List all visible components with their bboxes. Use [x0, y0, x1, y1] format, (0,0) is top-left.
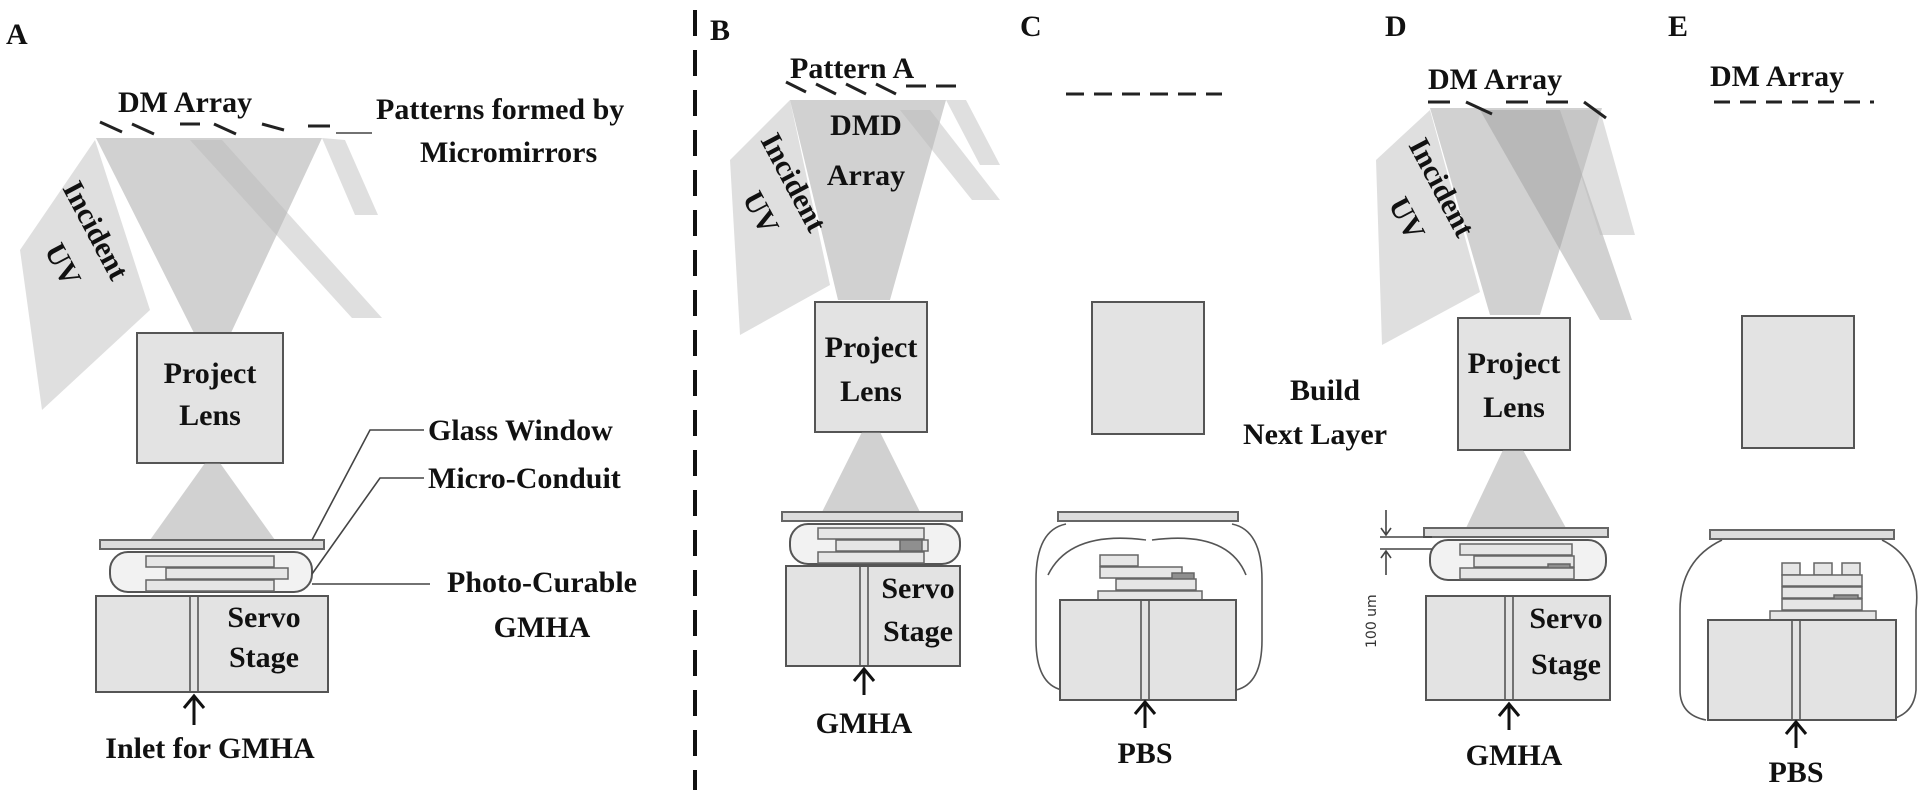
panel-a-letter: A	[6, 18, 28, 51]
panel-b-focus-cone	[822, 432, 920, 512]
panel-b-incident-uv-beam	[730, 100, 830, 335]
panel-c-inlet-arrow	[1133, 699, 1157, 728]
panel-d-project-lens	[1457, 317, 1571, 451]
panel-d-glass-window	[1423, 527, 1609, 538]
panel-c-flow-right	[1151, 537, 1247, 576]
panel-e-chamber-left-wall	[1679, 539, 1723, 721]
panel-d-inlet-label: GMHA	[1466, 739, 1563, 772]
panel-e-glass-window	[1709, 529, 1895, 540]
panel-b-stage-label-2: Stage	[883, 615, 953, 648]
panel-a-incident-uv-beam	[20, 140, 150, 410]
panel-d-letter: D	[1385, 10, 1407, 43]
panel-d-lens-label-2: Lens	[1483, 391, 1545, 424]
panel-b-lens-label-1: Project	[825, 331, 918, 364]
panel-b-dmd-label-2: Array	[827, 159, 905, 192]
panel-a-inlet-label: Inlet for GMHA	[105, 732, 315, 765]
panel-a-printed-layers	[145, 555, 289, 592]
panel-b-servo-stage	[785, 565, 961, 667]
panel-d-dm-array	[1428, 100, 1607, 120]
panel-a-lens-label-2: Lens	[179, 399, 241, 432]
panel-b-dm-array	[785, 80, 956, 96]
panel-a-focus-cone	[150, 463, 275, 540]
panel-b-stage-label-1: Servo	[881, 572, 954, 605]
panel-d-reflected-beam-2	[1560, 110, 1635, 235]
panel-c-glass-window	[1057, 511, 1239, 522]
panel-b-inlet-arrow	[852, 666, 876, 695]
panel-d-printed-layers	[1459, 543, 1575, 580]
panel-d-reflected-beam-1	[1480, 110, 1632, 320]
panel-a-conduit-leader	[311, 477, 424, 575]
panel-b-glass-window	[781, 511, 963, 522]
panel-b-inlet-label: GMHA	[816, 707, 913, 740]
panel-d-scale-label: 100 um	[1364, 594, 1380, 648]
panel-a-stage-label-2: Stage	[229, 641, 299, 674]
panel-a-stage-label-1: Servo	[227, 601, 300, 634]
panel-a-dm-array-label: DM Array	[118, 86, 252, 119]
panel-d-focus-cone	[1466, 450, 1566, 528]
panel-a-lens-label-1: Project	[164, 357, 257, 390]
panel-d-servo-stage	[1425, 595, 1611, 701]
panel-c-build-label-1: Build	[1290, 374, 1360, 407]
panel-a: A DM Array Patterns formed by Micromirro…	[6, 18, 637, 765]
panel-a-glass-label: Glass Window	[428, 414, 613, 447]
panel-a-reflected-beam-2	[322, 138, 378, 215]
panel-e-inlet-label: PBS	[1768, 756, 1823, 789]
panel-d-dm-array-label: DM Array	[1428, 63, 1562, 96]
panel-c-letter: C	[1020, 10, 1042, 43]
panel-b-lens-label-2: Lens	[840, 375, 902, 408]
panel-e-letter: E	[1668, 10, 1688, 43]
panel-c-chamber-right-wall	[1231, 523, 1263, 691]
panel-e-dm-array-label: DM Array	[1710, 60, 1844, 93]
panel-b-project-lens	[814, 301, 928, 433]
panel-c-printed-layers	[1097, 554, 1203, 601]
panel-c-chamber-left-wall	[1035, 523, 1067, 691]
panel-b-reflected-beam-1	[900, 110, 1000, 200]
panel-a-servo-stage	[95, 595, 329, 693]
panel-c-inlet-label: PBS	[1117, 737, 1172, 770]
panel-a-patterns-label-1: Patterns formed by	[376, 93, 624, 126]
panel-a-conduit-label: Micro-Conduit	[428, 462, 621, 495]
panel-c: C Build Next Layer PBS	[1020, 10, 1387, 770]
panel-a-patterns-label-2: Micromirrors	[420, 136, 597, 169]
panel-e-chamber-right-wall	[1881, 539, 1918, 721]
panel-a-glass-window	[99, 539, 325, 550]
panel-e-printed-layers	[1769, 562, 1877, 621]
panel-a-resin-label-2: GMHA	[494, 611, 591, 644]
panel-a-project-lens	[136, 332, 284, 464]
panel-c-flow-left	[1047, 537, 1147, 576]
panel-d-stage-label-1: Servo	[1529, 602, 1602, 635]
panel-d-projection-cone	[1430, 108, 1602, 315]
panel-b-printed-layers	[817, 527, 929, 564]
panel-d-lens-label-1: Project	[1468, 347, 1561, 380]
panel-b-projection-cone	[790, 100, 946, 300]
panel-e-project-lens	[1741, 315, 1855, 449]
panel-b-letter: B	[710, 14, 730, 47]
panel-a-glass-leader	[311, 429, 424, 541]
panel-d: D DM Array Incident UV Project Lens Se	[1364, 10, 1635, 772]
panel-b: B Pattern A DMD Array Incident UV Projec…	[710, 14, 1000, 740]
panel-d-incident-uv-beam	[1376, 110, 1480, 345]
panel-b-dmd-label-1: DMD	[830, 109, 902, 142]
panel-a-reflected-beam-1	[190, 140, 382, 318]
panel-e-servo-stage	[1707, 619, 1897, 721]
panel-a-projection-cone	[96, 138, 322, 335]
panel-a-dm-array	[99, 120, 330, 136]
panel-d-stage-label-2: Stage	[1531, 648, 1601, 681]
panel-d-inlet-arrow	[1497, 701, 1521, 730]
panel-b-reflected-beam-2	[946, 100, 1000, 165]
panel-a-resin-label-1: Photo-Curable	[447, 566, 637, 599]
panel-e-inlet-arrow	[1784, 719, 1808, 748]
panel-a-inlet-arrow	[182, 693, 206, 725]
panel-b-pattern-label: Pattern A	[790, 52, 914, 85]
panel-c-project-lens	[1091, 301, 1205, 435]
panel-c-build-label-2: Next Layer	[1243, 418, 1387, 451]
panel-e: E DM Array PBS	[1668, 10, 1918, 789]
panel-d-gap-indicator	[1380, 510, 1432, 575]
panel-c-servo-stage	[1059, 599, 1237, 701]
